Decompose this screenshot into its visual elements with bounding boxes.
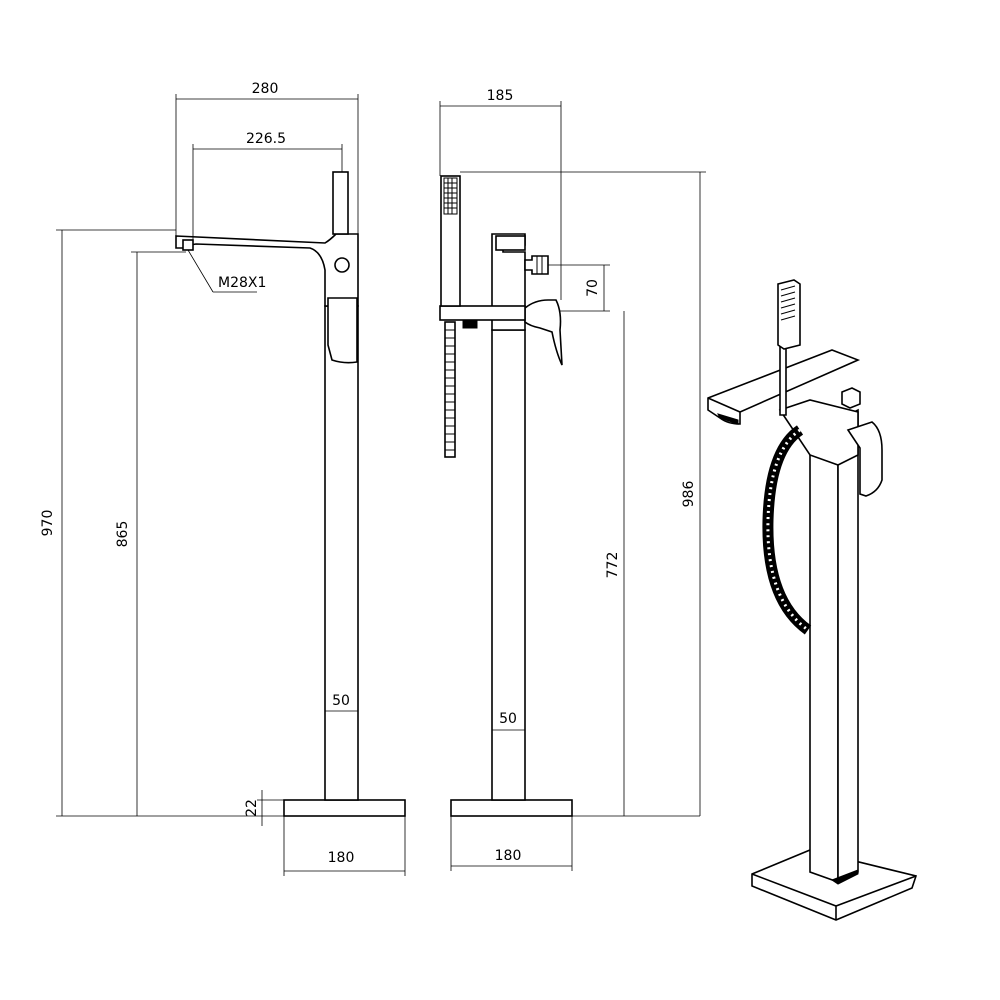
dim-side-depth: 185 [487,88,514,104]
iso-column [809,408,839,884]
iso-hose [762,425,812,635]
dim-handle-height: 772 [605,552,621,579]
side-shower-head-grid [443,177,458,215]
front-shower-holder [332,171,349,235]
side-view [439,175,573,817]
dim-total-height-side: 986 [681,481,697,508]
dim-spout-reach: 226.5 [246,131,286,147]
side-dimensions: 185 70 772 986 50 180 [439,88,706,871]
front-diverter-knob [334,257,350,273]
dim-base-width-front: 180 [328,850,355,866]
front-lever-handle [327,297,358,364]
side-lever-handle [524,299,563,366]
iso-body [778,399,859,466]
front-view [175,171,406,817]
side-shower-arm [439,305,526,321]
side-column [491,329,526,801]
iso-hand-shower [777,279,801,350]
dim-spout-height: 865 [115,521,131,548]
isometric-view [707,279,918,921]
dim-total-height-front: 970 [40,510,56,537]
dim-base-height: 22 [244,799,260,817]
front-column [324,305,359,801]
dim-spout-thread: M28X1 [218,275,266,291]
front-spout-body [175,233,359,307]
dim-overall-width: 280 [252,81,279,97]
side-spout-outlet [495,235,526,251]
side-hose-connector [462,319,478,329]
side-base [450,799,573,817]
dim-pipe-width-front: 50 [332,693,350,709]
iso-diverter-knob [841,387,861,409]
side-hose [444,321,456,458]
front-base [283,799,406,817]
dim-handle-offset: 70 [585,279,601,297]
dim-pipe-width-side: 50 [499,711,517,727]
iso-lever-handle [846,421,883,497]
front-dimensions: 280 226.5 M28X1 970 865 50 22 180 [40,81,406,876]
front-spout-tip [182,239,194,251]
dim-base-width-side: 180 [495,848,522,864]
